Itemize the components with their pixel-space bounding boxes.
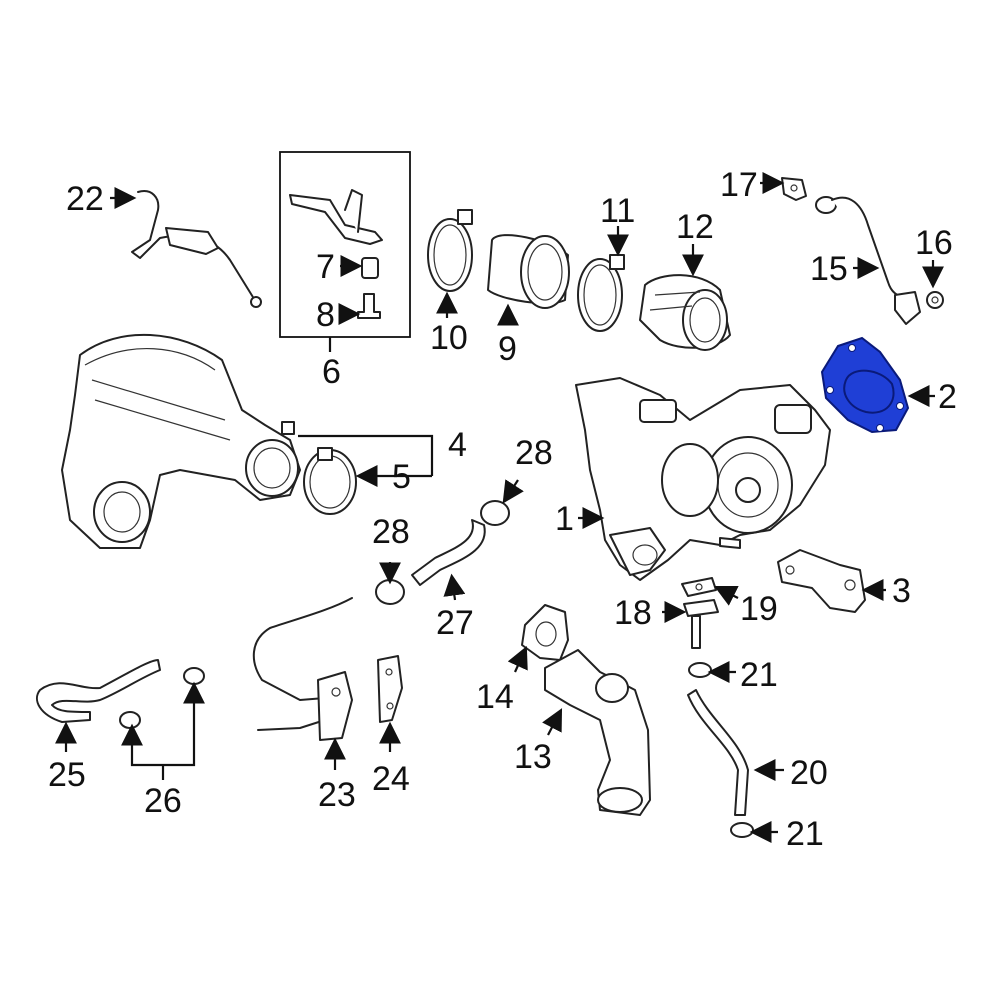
part-11-clamp [577,254,625,332]
part-25-hose [35,659,161,723]
part-24-gasket [377,655,403,723]
callout-labels: 22 7 8 6 10 9 11 12 17 15 16 2 4 5 1 3 2… [48,166,957,853]
part-13-pipe [544,649,651,816]
callout-15: 15 [810,250,848,288]
callout-4: 4 [448,426,467,464]
callout-1: 1 [555,500,574,538]
callout-14: 14 [476,678,514,716]
callout-8: 8 [316,296,335,334]
leader-lines [55,172,944,843]
callout-10: 10 [430,319,468,357]
part-27-hose [411,519,486,586]
callout-22: 22 [66,180,104,218]
callout-2: 2 [938,378,957,416]
callout-6: 6 [322,353,341,391]
part-16-washer [926,291,944,309]
part-23-pipe [252,597,353,741]
callout-18: 18 [614,594,652,632]
part-22-pipe [131,190,262,308]
part-17-bracket [781,177,807,201]
callout-25: 25 [48,756,86,794]
callout-9: 9 [498,330,517,368]
callout-7: 7 [316,248,335,286]
part-2-gasket [820,336,910,434]
callout-3: 3 [892,572,911,610]
callout-27: 27 [436,604,474,642]
part-15-pipe [815,196,921,325]
callout-23: 23 [318,776,356,814]
part-20-hose [687,689,749,816]
callout-5: 5 [392,458,411,496]
part-12-hose [639,274,731,351]
callout-21-lower: 21 [786,815,824,853]
part-10-clamp [427,209,473,292]
part-18-fitting [683,599,719,649]
group-6-box [279,151,411,338]
part-21-clamp-lower [730,822,754,838]
callout-28-upper: 28 [515,434,553,472]
callout-11: 11 [600,192,635,230]
part-5-clamp [303,447,357,515]
callout-21-upper: 21 [740,656,778,694]
part-9-coupler [487,234,570,309]
part-4-air-cleaner [61,333,301,549]
part-1-turbocharger [575,377,831,581]
callout-13: 13 [514,738,552,776]
part-28-clamp-lower [375,579,405,605]
callout-12: 12 [676,208,714,246]
callout-16: 16 [915,224,953,262]
part-14-gasket [521,604,569,661]
callout-20: 20 [790,754,828,792]
callout-19: 19 [740,590,778,628]
part-19-gasket [681,577,717,597]
part-3-bracket [777,549,866,613]
part-28-clamp-upper [480,500,510,526]
callout-28-lower: 28 [372,513,410,551]
callout-24: 24 [372,760,410,798]
callout-26: 26 [144,782,182,820]
callout-17: 17 [720,166,758,204]
part-21-clamp-upper [688,662,712,678]
